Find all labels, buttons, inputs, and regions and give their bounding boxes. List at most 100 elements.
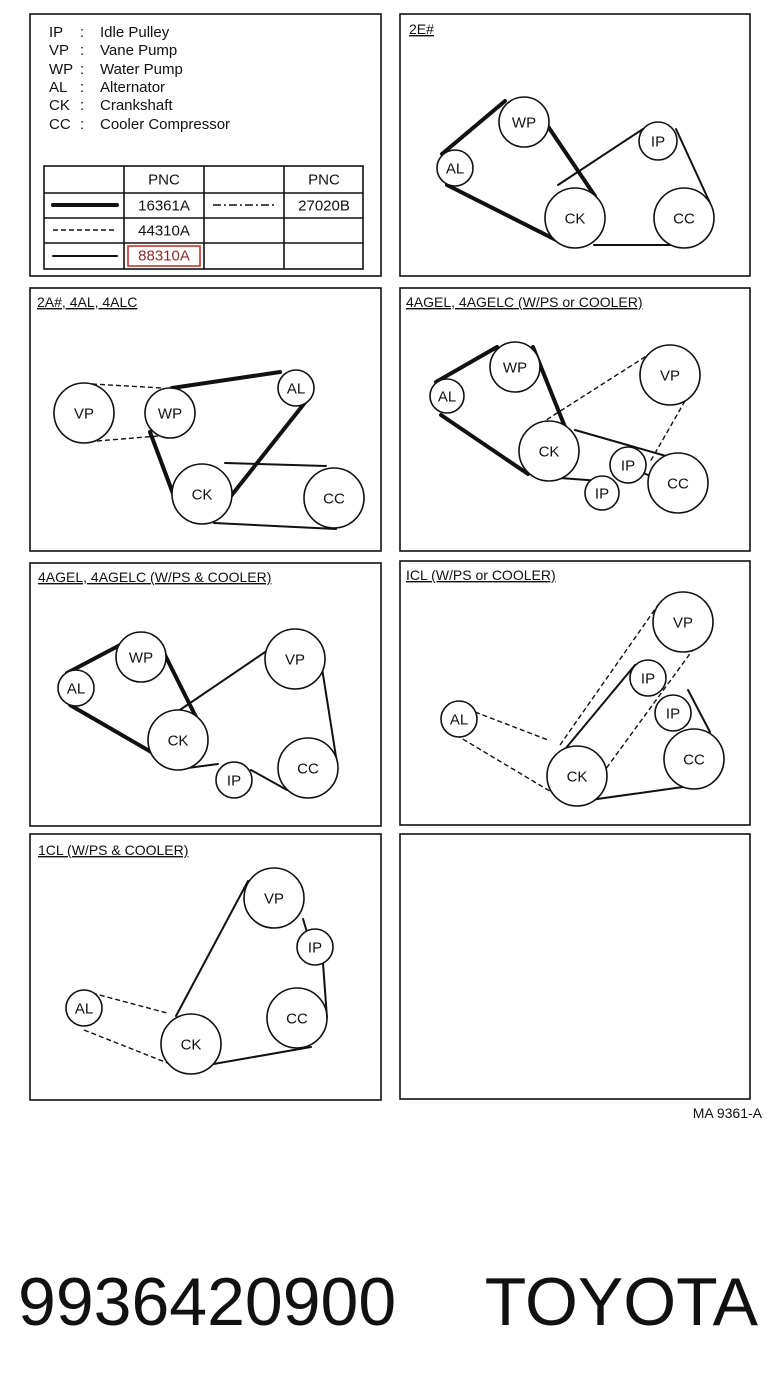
pulley-label: AL [446,161,464,178]
wp-pulley: WP [489,341,541,393]
ck-pulley: CK [544,187,606,249]
al-pulley: AL [65,989,103,1027]
figure-code: MA 9361-A [693,1105,763,1121]
pulley-label: IP [621,458,635,475]
ip-pulley: IP [215,761,253,799]
panel-2e: 2E# AL WP IP CK CC [399,13,751,277]
thin-belt [213,462,337,530]
pulley-label: IP [651,134,665,151]
pnc-value: 27020B [298,198,350,215]
vp-pulley: VP [639,344,701,406]
pulley-label: WP [503,360,527,377]
wp-pulley: WP [144,387,196,439]
legend-abbr: IP [49,24,63,41]
pulley-label: CK [565,211,586,228]
thin-belt [565,664,711,801]
pnc-table: PNC PNC 16361A 44310A 88310A 27020B [43,165,364,270]
dashed-belt [83,992,176,1067]
legend-abbr: WP [49,61,73,78]
panel-title: 2E# [409,21,434,37]
thin-belt [167,645,338,791]
pulley-label: AL [287,381,305,398]
legend-name: Idle Pulley [100,24,170,41]
vp-pulley: VP [243,867,305,929]
part-number: 9936420900 [18,1264,397,1340]
pnc-header: PNC [308,172,340,189]
pulley-label: CC [323,491,345,508]
pulley-label: VP [285,652,305,669]
legend-colon: : [80,97,84,114]
ip-pulley: IP [638,121,678,161]
ck-pulley: CK [546,745,608,807]
legend-colon: : [80,42,84,59]
vp-pulley: VP [652,591,714,653]
legend-name: Cooler Compressor [100,116,230,133]
ck-pulley: CK [518,420,580,482]
panel-title: 1CL (W/PS & COOLER) [38,842,188,858]
wp-pulley: WP [498,96,550,148]
al-pulley: AL [57,669,95,707]
panel-title: 4AGEL, 4AGELC (W/PS or COOLER) [406,294,643,310]
pulley-label: CC [683,752,705,769]
cc-pulley: CC [647,452,709,514]
ck-pulley: CK [147,709,209,771]
panel-4agel-ps-or-cooler: 4AGEL, 4AGELC (W/PS or COOLER) AL WP VP … [399,287,751,552]
panel-icl-ps-or-cooler: ICL (W/PS or COOLER) VP IP IP AL CC CK [399,560,751,826]
panel-2a-4al-4alc: 2A#, 4AL, 4ALC VP WP AL CK CC [29,287,382,552]
ip-pulley: IP [584,475,620,511]
cc-pulley: CC [277,737,339,799]
pulley-label: CK [168,733,189,750]
panel-4agel-ps-and-cooler: 4AGEL, 4AGELC (W/PS & COOLER) AL WP VP C… [29,562,382,827]
pnc-value: 16361A [138,198,190,215]
highlight-box [127,245,201,267]
wp-pulley: WP [115,631,167,683]
panel-empty [399,833,751,1100]
legend-abbr: CC [49,116,71,133]
thin-belt [175,880,328,1070]
brand-name: TOYOTA [484,1264,758,1340]
ip-pulley: IP [629,659,667,697]
al-pulley: AL [440,700,478,738]
pulley-label: CC [297,761,319,778]
panel-1cl-ps-and-cooler: 1CL (W/PS & COOLER) VP IP AL CC CK [29,833,382,1101]
legend-name: Vane Pump [100,42,177,59]
vp-pulley: VP [53,382,115,444]
vp-pulley: VP [264,628,326,690]
legend-abbr: VP [49,42,69,59]
al-pulley: AL [277,369,315,407]
legend-name: Crankshaft [100,97,173,114]
legend-colon: : [80,116,84,133]
pulley-label: VP [264,891,284,908]
pnc-header: PNC [148,172,180,189]
pulley-label: VP [74,406,94,423]
pulley-label: AL [438,389,456,406]
pulley-label: WP [512,115,536,132]
panel-title: 4AGEL, 4AGELC (W/PS & COOLER) [38,569,271,585]
ip-pulley: IP [296,928,334,966]
legend-name: Water Pump [100,61,183,78]
pulley-label: CK [567,769,588,786]
pulley-label: IP [595,486,609,503]
legend-name: Alternator [100,79,165,96]
cc-pulley: CC [653,187,715,249]
ck-pulley: CK [171,463,233,525]
ip-pulley: IP [654,694,692,732]
pulley-label: CC [286,1011,308,1028]
panel-title: ICL (W/PS or COOLER) [406,567,556,583]
pulley-label: IP [666,706,680,723]
thick-belt [440,99,597,242]
ck-pulley: CK [160,1013,222,1075]
legend-colon: : [80,61,84,78]
legend-colon: : [80,24,84,41]
pulley-label: IP [641,671,655,688]
pulley-label: WP [129,650,153,667]
pulley-label: VP [673,615,693,632]
pulley-label: WP [158,406,182,423]
legend-panel: IP : Idle Pulley VP : Vane Pump WP : Wat… [29,13,382,277]
pulley-label: IP [227,773,241,790]
thin-belt [557,128,711,246]
cc-pulley: CC [266,987,328,1049]
legend-list: IP : Idle Pulley VP : Vane Pump WP : Wat… [49,24,230,133]
pnc-value: 44310A [138,223,190,240]
pulley-label: IP [308,940,322,957]
